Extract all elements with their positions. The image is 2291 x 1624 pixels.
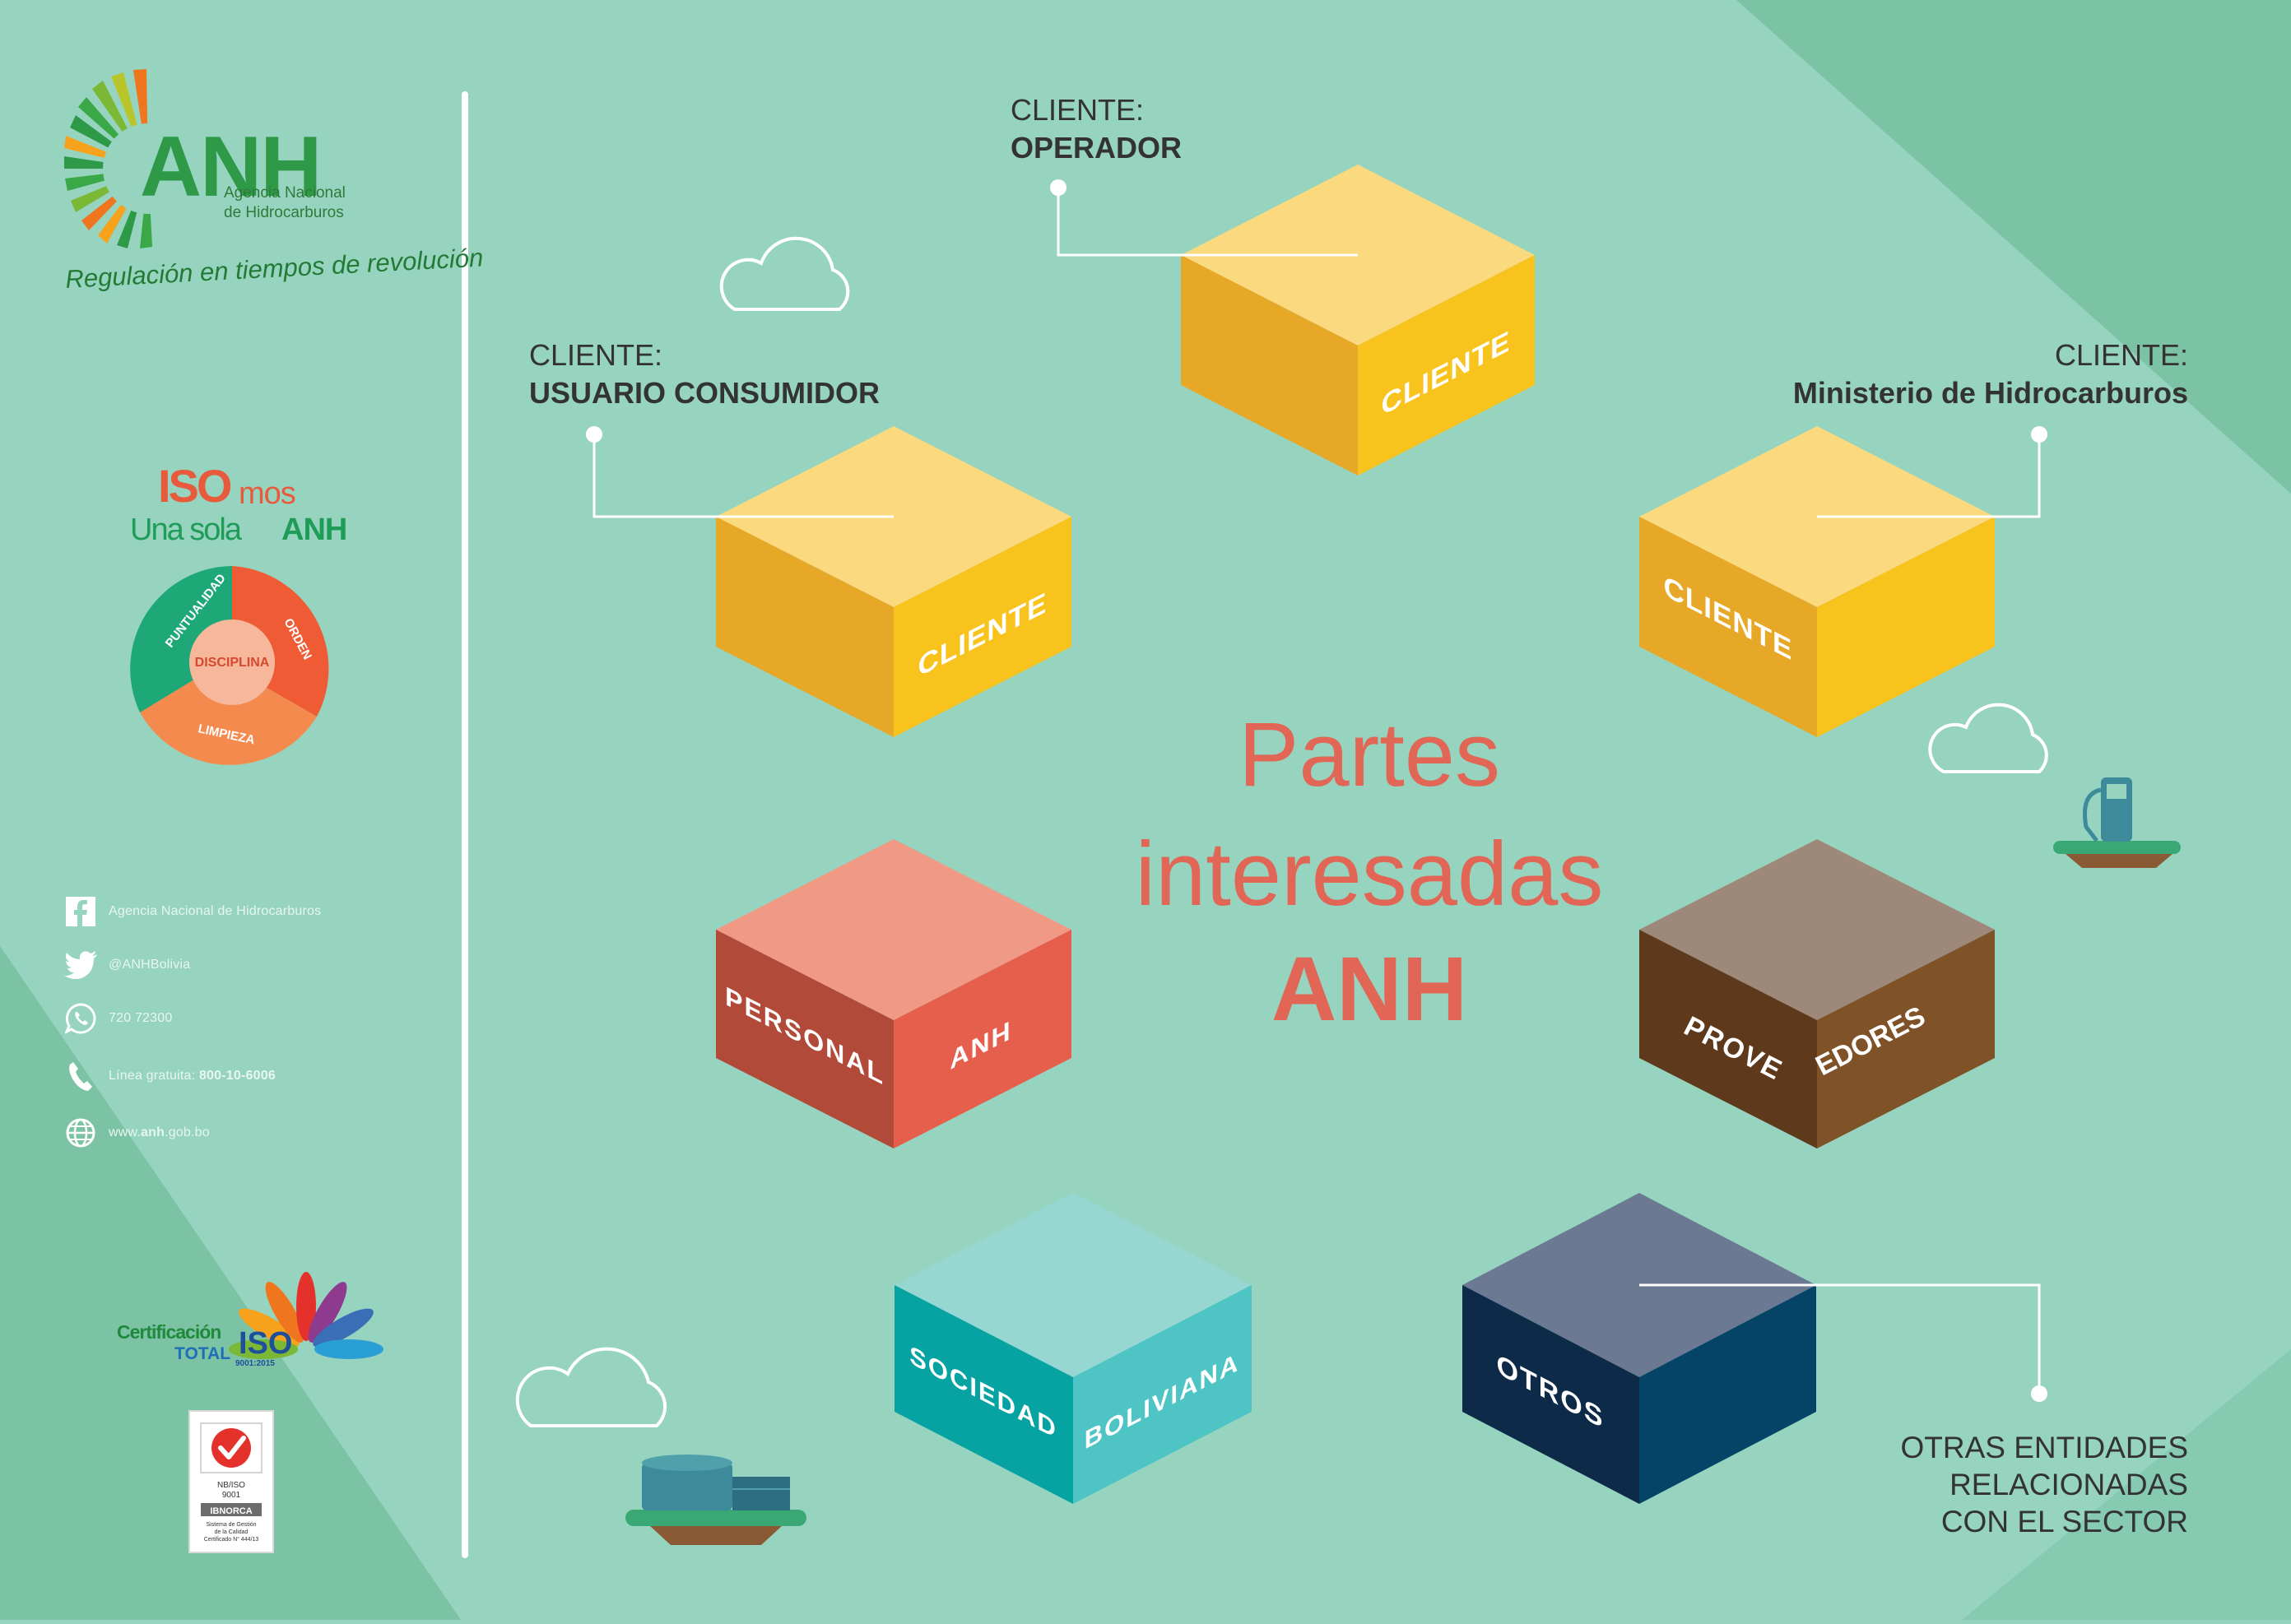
anh-logo: ANH Agencia Nacional de Hidrocarburos Re… bbox=[64, 69, 484, 294]
contact-whatsapp[interactable]: 720 72300 bbox=[64, 1002, 172, 1035]
bg-band-top-right bbox=[1736, 0, 2291, 494]
certificacion-total-badge: Certificación TOTAL ISO 9001:2015 bbox=[117, 1272, 383, 1368]
cube-cliente-operador: CLIENTE bbox=[1181, 165, 1535, 476]
cube-personal-anh: PERSONAL ANH bbox=[716, 839, 1071, 1148]
callout-dots bbox=[586, 179, 2047, 1402]
globe-icon bbox=[64, 1116, 97, 1149]
stamp-line2: 9001 bbox=[222, 1491, 241, 1500]
stamp-line1: NB/ISO bbox=[217, 1481, 245, 1490]
bg-band-bottom-right bbox=[1962, 1349, 2291, 1620]
values-wheel: DISCIPLINA PUNTUALIDAD ORDEN LIMPIEZA bbox=[130, 566, 329, 765]
twitter-icon bbox=[64, 949, 97, 981]
bg-band-bottom-left bbox=[0, 946, 461, 1620]
callout-dot-usuario bbox=[586, 426, 602, 443]
ibnorca-check-icon bbox=[211, 1428, 251, 1468]
callout-usuario: CLIENTE: USUARIO CONSUMIDOR bbox=[529, 338, 880, 410]
callout-line-operador bbox=[1057, 188, 1358, 257]
ibnorca-stamp: NB/ISO 9001 IBNORCA Sistema de Gestión d… bbox=[188, 1410, 274, 1553]
callout-usuario-value: USUARIO CONSUMIDOR bbox=[529, 376, 880, 410]
callout-otros-line1: OTRAS ENTIDADES bbox=[1901, 1431, 2189, 1464]
callout-operador: CLIENTE: OPERADOR bbox=[1011, 93, 1182, 165]
cloud-icon-1 bbox=[719, 236, 850, 311]
iso-motto: ISO mos Una sola ANH bbox=[130, 460, 347, 547]
contact-phone-text: Línea gratuita: 800-10-6006 bbox=[109, 1069, 276, 1083]
callout-ministerio: CLIENTE: Ministerio de Hidrocarburos bbox=[1793, 338, 2188, 410]
callout-otros: OTRAS ENTIDADES RELACIONADAS CON EL SECT… bbox=[1901, 1431, 2189, 1538]
logo-line1: Agencia Nacional bbox=[224, 184, 346, 202]
callout-dot-otros bbox=[2031, 1385, 2047, 1402]
una-sola: Una sola bbox=[130, 513, 243, 547]
cube-cliente-ministerio: CLIENTE bbox=[1639, 426, 1995, 737]
callout-dot-ministerio bbox=[2031, 426, 2047, 443]
cube-cliente-usuario: CLIENTE bbox=[716, 426, 1071, 737]
cert-line2: TOTAL bbox=[174, 1344, 230, 1363]
cert-iso: ISO bbox=[239, 1326, 292, 1361]
wheel-center: DISCIPLINA bbox=[195, 656, 270, 670]
iso-word: ISO bbox=[158, 460, 231, 512]
callout-line-usuario bbox=[592, 434, 894, 518]
slogan: Regulación en tiempos de revolución bbox=[65, 243, 485, 294]
decorations bbox=[515, 236, 2048, 1427]
callout-line-otros bbox=[1639, 1283, 2041, 1394]
callout-otros-line3: CON EL SECTOR bbox=[1941, 1505, 2188, 1538]
stamp-org: IBNORCA bbox=[210, 1506, 252, 1516]
cube-proveedores: PROVE EDORES bbox=[1639, 839, 1995, 1148]
title-line3: ANH bbox=[1271, 939, 1467, 1040]
callout-operador-label: CLIENTE: bbox=[1011, 93, 1144, 127]
page-title: Partes interesadas ANH bbox=[1136, 704, 1604, 1040]
callout-otros-line2: RELACIONADAS bbox=[1949, 1468, 2188, 1501]
contact-website-text: www.anh.gob.bo bbox=[109, 1125, 210, 1139]
cube-otros: OTROS bbox=[1462, 1193, 1816, 1504]
callout-line-ministerio bbox=[1817, 434, 2041, 518]
logo-line2: de Hidrocarburos bbox=[224, 204, 344, 221]
contact-whatsapp-text: 720 72300 bbox=[109, 1011, 173, 1025]
cube-sociedad-boliviana: SOCIEDAD BOLIVIANA bbox=[895, 1193, 1252, 1504]
callout-ministerio-value: Ministerio de Hidrocarburos bbox=[1793, 376, 2188, 410]
callout-dot-operador bbox=[1050, 179, 1066, 196]
contact-website[interactable]: www.anh.gob.bo bbox=[64, 1116, 210, 1149]
cloud-icon-3 bbox=[515, 1347, 667, 1427]
gas-station-island-icon bbox=[2053, 777, 2181, 868]
una-sola-anh: ANH bbox=[281, 513, 346, 547]
callout-lines bbox=[592, 188, 2041, 1394]
cloud-icon-2 bbox=[1928, 703, 2048, 773]
callout-usuario-label: CLIENTE: bbox=[529, 338, 662, 372]
stamp-small2: de la Calidad bbox=[215, 1529, 249, 1535]
title-line1: Partes bbox=[1238, 704, 1500, 805]
stamp-small1: Sistema de Gestión bbox=[206, 1522, 256, 1528]
contact-twitter[interactable]: @ANHBolivia bbox=[64, 949, 190, 981]
logo-letters: ANH bbox=[140, 119, 320, 215]
whatsapp-icon bbox=[64, 1002, 97, 1035]
iso-suffix: mos bbox=[239, 476, 295, 511]
cert-iso-sub: 9001:2015 bbox=[235, 1359, 275, 1368]
cert-line1: Certificación bbox=[117, 1321, 221, 1343]
callout-operador-value: OPERADOR bbox=[1011, 131, 1182, 165]
contact-facebook-text: Agencia Nacional de Hidrocarburos bbox=[109, 904, 322, 918]
rainbow-fan-icon bbox=[229, 1272, 383, 1359]
facebook-icon bbox=[64, 895, 97, 928]
title-line2: interesadas bbox=[1136, 824, 1604, 925]
contact-phone[interactable]: Línea gratuita: 800-10-6006 bbox=[64, 1060, 276, 1093]
contact-twitter-text: @ANHBolivia bbox=[109, 958, 191, 972]
callout-ministerio-label: CLIENTE: bbox=[2055, 338, 2188, 372]
contact-facebook[interactable]: Agencia Nacional de Hidrocarburos bbox=[64, 895, 321, 928]
stamp-small3: Certificado N° 444/13 bbox=[204, 1536, 259, 1543]
phone-icon bbox=[64, 1060, 97, 1093]
storage-tank-island-icon bbox=[625, 1455, 806, 1545]
